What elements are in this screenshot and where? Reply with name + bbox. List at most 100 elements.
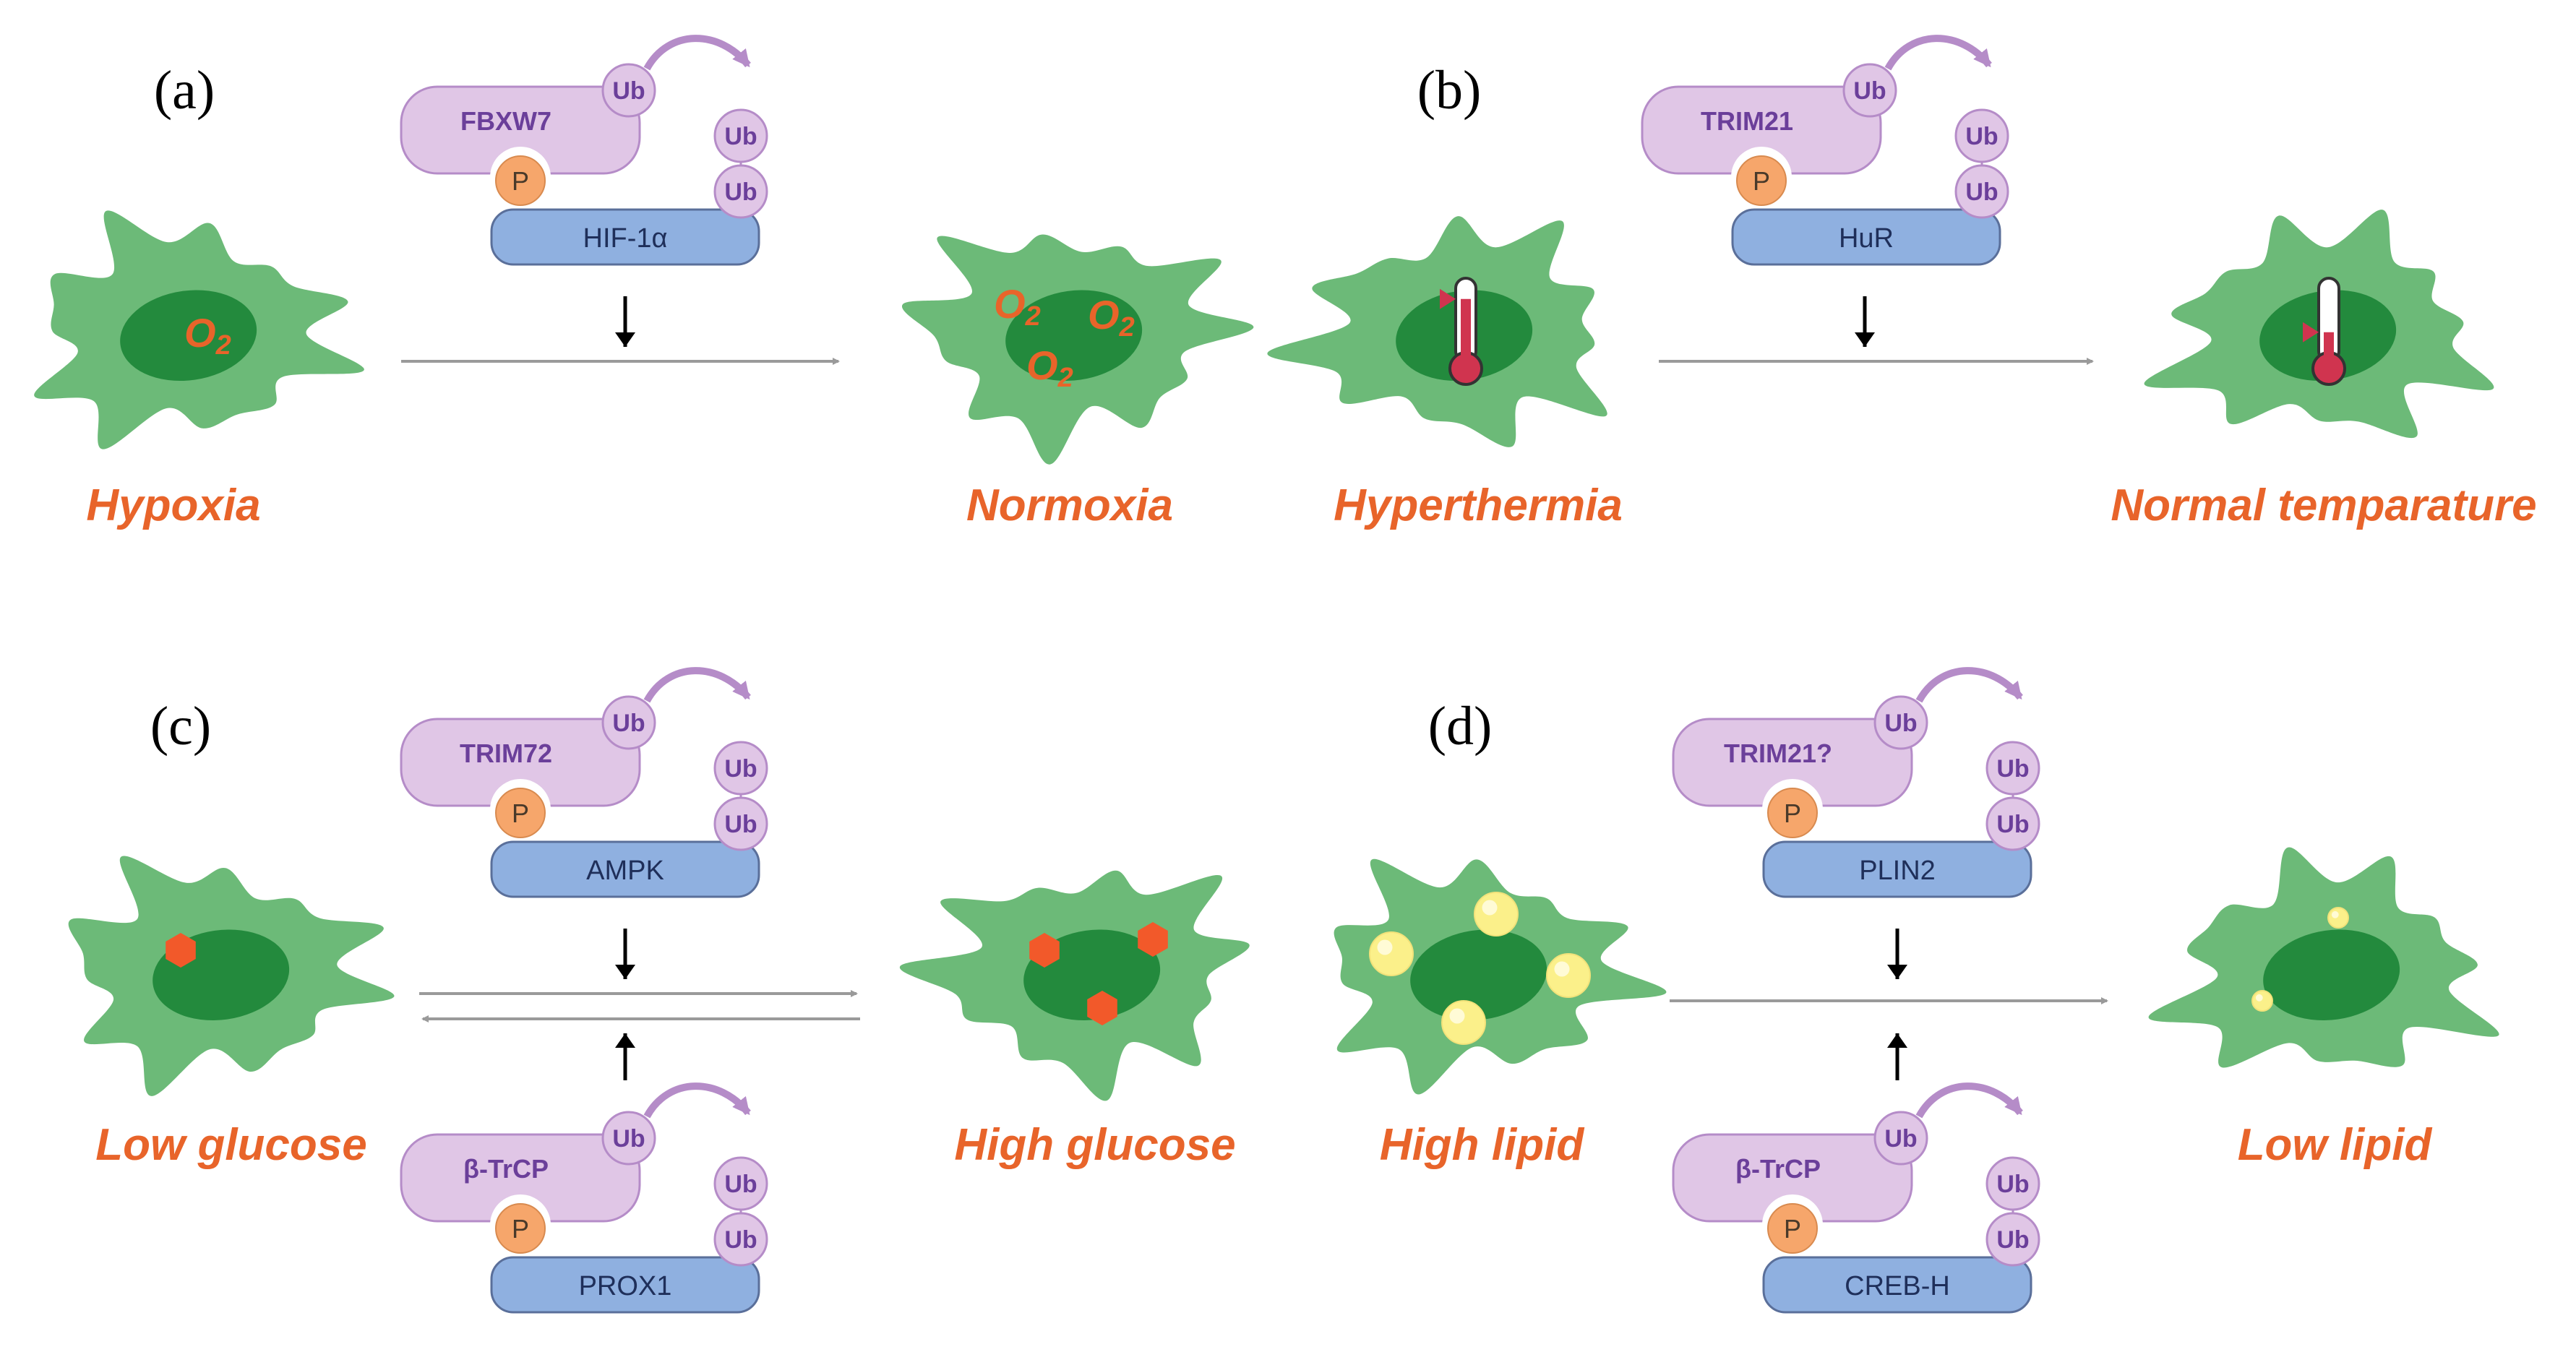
panel-c-label: (c) <box>150 696 211 757</box>
panel-b-right-condition: Normal temparature <box>2111 481 2536 530</box>
panel-d-bottom-complex-ub-chain-2 <box>1985 1156 2040 1211</box>
panel-b-thermometer-high-pointer <box>1440 288 1456 309</box>
panel-a-complex-substrate-label: HIF-1α <box>583 223 668 254</box>
panel-a-down-arrow-head <box>615 332 635 347</box>
panel-d-bottom-complex-ub-chain-1 <box>1985 1212 2040 1267</box>
panel-c-up-arrow-head <box>615 1033 635 1048</box>
panel-a-complex-ub-e3 <box>601 63 656 118</box>
panel-d-bottom-complex-substrate-label: CREB-H <box>1845 1271 1950 1301</box>
panel-d-top-complex-substrate <box>1762 840 2032 898</box>
panel-a-complex-ub-chain-2 <box>713 108 768 163</box>
panel-c-top-complex-e3-label: TRIM72 <box>460 739 552 768</box>
panel-c-bottom-complex-phospho <box>495 1203 546 1254</box>
panel-b-complex-p-label: P <box>1753 166 1770 196</box>
panel-d-bottom-complex-e3-label: β-TrCP <box>1735 1154 1821 1184</box>
panel-d-top-complex-ub-chain-1-label: Ub <box>1996 811 2029 838</box>
panel-a-complex-ub-e3-label: Ub <box>612 77 645 105</box>
panel-d-lipid-left-4 <box>1441 1000 1486 1045</box>
panel-c-cell-left <box>68 856 395 1096</box>
panel-a-o2-right-2: O2 <box>1088 292 1135 343</box>
panel-c-top-complex-substrate <box>490 840 760 898</box>
panel-b-complex-ub-chain-1-label: Ub <box>1965 178 1998 206</box>
panel-b-complex-e3-label: TRIM21 <box>1701 106 1793 136</box>
panel-b-complex-substrate-label: HuR <box>1839 223 1894 254</box>
panel-c-bottom-complex-substrate-label: PROX1 <box>579 1271 672 1301</box>
panel-c-top-complex-ub-transfer-arrow <box>643 667 751 703</box>
panel-b-down-arrow-head <box>1855 332 1875 347</box>
panel-b-complex-ub-chain-2-label: Ub <box>1965 123 1998 150</box>
panel-b-complex-ub-e3 <box>1842 63 1897 118</box>
panel-c-down-arrow-head <box>615 965 635 979</box>
panel-d-bottom-complex-substrate <box>1762 1256 2032 1314</box>
panel-b-left-condition: Hyperthermia <box>1334 481 1623 530</box>
panel-d-left-condition: High lipid <box>1380 1120 1585 1170</box>
panel-a-o2-left: O2 <box>184 310 231 361</box>
panel-d-top-complex-phospho <box>1767 788 1818 838</box>
panel-c-bottom-complex-ub-chain-2 <box>713 1156 768 1211</box>
panel-d-cell-right-nucleus <box>2263 929 2400 1021</box>
panel-b-thermometer-high <box>1440 277 1483 386</box>
panel-b-complex-substrate <box>1731 208 2001 266</box>
panel-d-lipid-left-2-highlight <box>1377 939 1393 955</box>
panel-c-bottom-complex-ub-chain-1-label: Ub <box>724 1226 757 1254</box>
panel-d-bottom-complex-ub-chain-1-label: Ub <box>1996 1226 2029 1254</box>
panel-a-cell-left: O2 <box>34 210 364 449</box>
panel-b-thermometer-normal <box>2303 277 2346 386</box>
panel-a-cell-right-nucleus <box>1005 290 1143 382</box>
panel-d-up-arrow-head <box>1887 1033 1907 1048</box>
complexes-layer: FBXW7UbPHIF-1αUbUbTRIM21UbPHuRUbUbTRIM72… <box>400 35 2040 1314</box>
panel-b-complex-ub-e3-label: Ub <box>1853 77 1886 105</box>
panel-d-bottom-complex-ub-chain-2-label: Ub <box>1996 1171 2029 1198</box>
panel-b-complex-ub-transfer-arrow <box>1884 35 1992 71</box>
panel-a-complex-ub-chain-2-label: Ub <box>724 123 757 150</box>
panel-c-top-complex-ub-chain-2-label: Ub <box>724 755 757 783</box>
panel-c-top-complex-ub-chain-1 <box>713 796 768 851</box>
arrows-layer <box>401 296 2108 1080</box>
panel-c-glucose-right-2 <box>1138 922 1168 957</box>
panel-d-lipid-left-1-highlight <box>1482 900 1498 916</box>
panel-d-top-complex-e3-label: TRIM21? <box>1724 739 1832 768</box>
panel-a-complex-e3-label: FBXW7 <box>460 106 551 136</box>
panel-c-bottom-complex-ub-e3-label: Ub <box>612 1125 645 1153</box>
panel-d-top-complex-ub-transfer-arrow <box>1915 667 2023 703</box>
panel-d-bottom-complex-ub-e3-label: Ub <box>1884 1125 1917 1153</box>
panel-d-cell-left-nucleus <box>1410 929 1547 1021</box>
panel-d-down-arrow-head <box>1887 965 1907 979</box>
panel-d-lipid-right-2-highlight <box>2255 994 2263 1002</box>
panel-d-cell-right <box>2148 847 2499 1068</box>
panel-a-complex-substrate <box>490 208 760 266</box>
panel-d-lipid-left-3 <box>1546 953 1591 998</box>
panel-a-right-condition: Normoxia <box>966 481 1173 530</box>
panel-d-top-complex-ub-chain-2 <box>1985 741 2040 796</box>
panel-c-bottom-complex-e3-label: β-TrCP <box>463 1154 549 1184</box>
panel-a-complex-phospho <box>495 155 546 206</box>
panel-d-bottom-complex-phospho <box>1767 1203 1818 1254</box>
panel-a-o2-right-1: O2 <box>994 281 1041 332</box>
panel-b-cell-right <box>2144 210 2494 439</box>
panel-c-bottom-complex-ub-transfer-arrow <box>643 1082 751 1119</box>
panel-c-glucose-left <box>166 933 196 968</box>
panel-c-bottom-complex-p-label: P <box>512 1214 529 1244</box>
panel-a-cell-left-nucleus <box>120 290 257 382</box>
panel-d-right-condition: Low lipid <box>2238 1120 2433 1170</box>
panel-d-lipid-left-3-highlight <box>1554 961 1570 977</box>
panel-d-top-complex-ub-e3-label: Ub <box>1884 710 1917 737</box>
panel-c-top-complex-phospho <box>495 788 546 838</box>
panel-b-cell-left <box>1267 216 1607 447</box>
panel-b-label: (b) <box>1417 60 1482 121</box>
panel-c-top-complex-ub-chain-1-label: Ub <box>724 811 757 838</box>
panel-d-top-complex-substrate-label: PLIN2 <box>1859 856 1936 886</box>
panel-c-bottom-complex-ub-e3 <box>601 1111 656 1166</box>
panel-d-top-complex-ub-e3 <box>1873 695 1928 750</box>
panel-d-cell-left <box>1334 858 1667 1095</box>
panel-c-top-complex-ub-e3-label: Ub <box>612 710 645 737</box>
panel-a-o2-right-3: O2 <box>1026 343 1073 393</box>
panel-d-bottom-complex-ub-e3 <box>1873 1111 1928 1166</box>
panel-d-top-complex-ub-chain-1 <box>1985 796 2040 851</box>
panel-b-complex-phospho <box>1736 155 1787 206</box>
